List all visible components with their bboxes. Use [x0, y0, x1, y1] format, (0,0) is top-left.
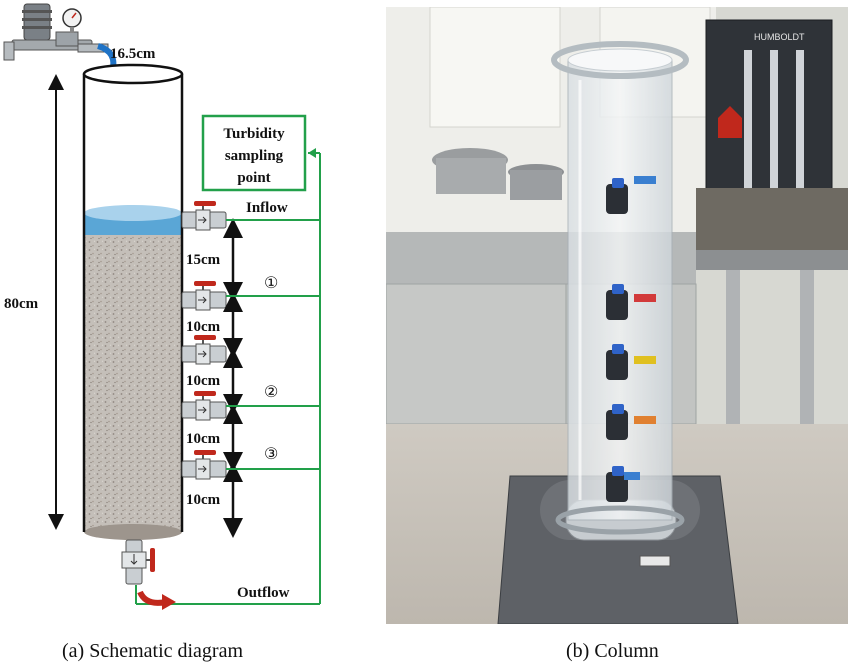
column-ports	[606, 176, 656, 502]
spacing-label: 10cm	[186, 492, 221, 508]
sand-media	[84, 232, 182, 532]
sampling-box-line-3: point	[237, 170, 270, 186]
sampling-arrowhead	[308, 148, 316, 158]
sampling-box-line-2: sampling	[225, 148, 284, 164]
sampling-point-box	[201, 114, 307, 192]
column-photo: HUMBOLDT	[386, 7, 848, 624]
height-label: 80cm	[4, 296, 39, 312]
spacing-label: 15cm	[186, 252, 221, 268]
sampling-box-line-1: Turbidity	[223, 126, 285, 142]
port-fitting	[606, 176, 656, 214]
valve-icon	[181, 335, 227, 365]
pump-icon	[3, 3, 93, 61]
port-marker-2: ②	[264, 384, 278, 401]
valve-icon	[181, 450, 227, 480]
port-marker-1: ①	[264, 275, 278, 292]
column-top-opening	[82, 63, 184, 85]
column-body	[82, 63, 184, 540]
outflow-arrowhead	[162, 594, 176, 610]
valve-icon	[181, 201, 227, 231]
port-fitting	[606, 404, 656, 440]
side-valves	[181, 201, 227, 480]
port-marker-3: ③	[264, 446, 278, 463]
valve-icon	[181, 391, 227, 421]
port-fitting	[606, 344, 656, 380]
port-fitting	[606, 466, 640, 502]
caption-schematic: (a) Schematic diagram	[62, 640, 244, 662]
spacing-dimensions: 15cm 10cm 10cm 10cm 10cm	[186, 218, 243, 538]
pressure-gauge-icon	[62, 8, 82, 33]
outflow-label: Outflow	[237, 585, 290, 601]
water-surface	[84, 205, 182, 221]
valve-icon	[181, 281, 227, 311]
panel-logo-icon	[718, 106, 742, 138]
schematic-diagram: 16.5cm 80cm	[3, 3, 321, 610]
diameter-label: 16.5cm	[110, 46, 156, 62]
port-fitting	[606, 284, 656, 320]
spacing-label: 10cm	[186, 373, 221, 389]
bottom-valve-icon	[121, 539, 155, 585]
spacing-label: 10cm	[186, 319, 221, 335]
spacing-label: 10cm	[186, 431, 221, 447]
caption-column: (b) Column	[566, 640, 659, 662]
column-top-flange	[551, 41, 689, 79]
inflow-label: Inflow	[246, 200, 288, 216]
panel-brand-text: HUMBOLDT	[754, 32, 805, 42]
